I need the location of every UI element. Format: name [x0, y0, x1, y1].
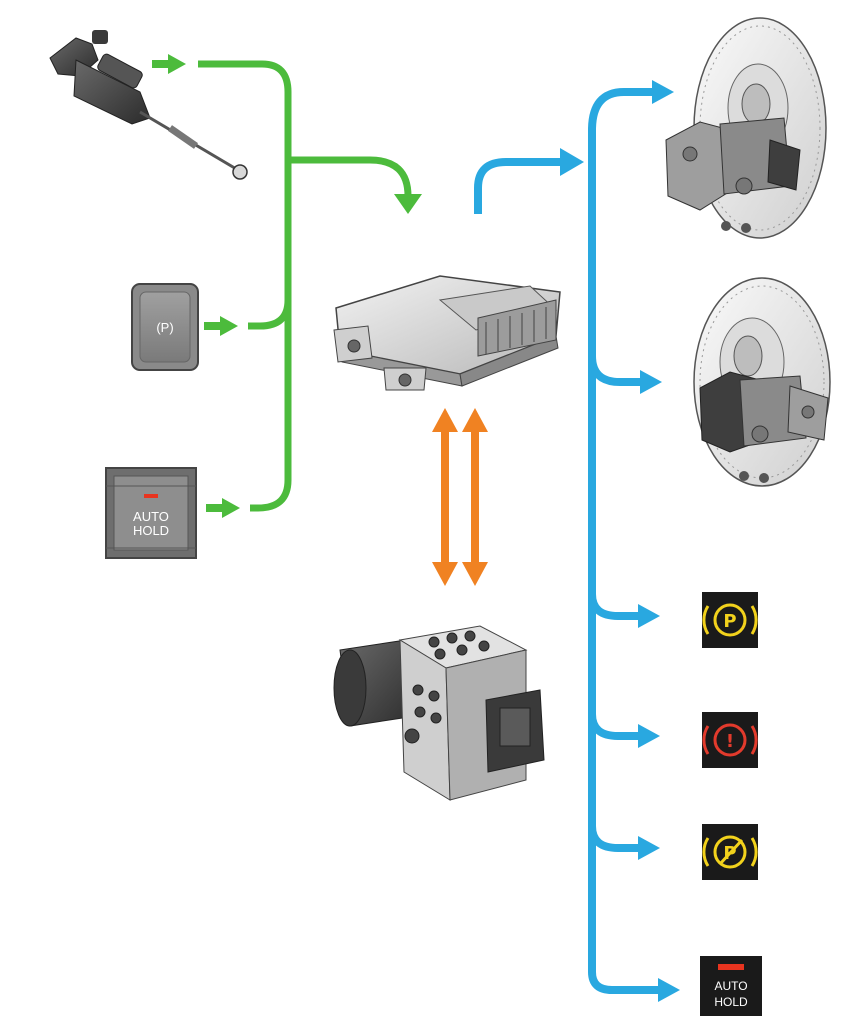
parking-brake-lamp-icon: P	[702, 592, 758, 648]
auto-hold-led	[144, 494, 158, 498]
ecu-input-arrowhead	[394, 194, 422, 214]
switch-glyph: (P)	[156, 320, 173, 335]
rear-brake-left-icon	[665, 17, 827, 239]
lamp-fault-glyph: !	[726, 731, 734, 752]
rear-brake-right-icon	[693, 277, 831, 487]
can-bus-link	[432, 408, 488, 586]
auto-hold-line2: HOLD	[133, 523, 169, 538]
epb-control-module-icon	[333, 275, 561, 391]
output-arrowheads	[560, 80, 680, 1002]
abs-hydraulic-unit-icon	[333, 625, 545, 801]
auto-hold-button-icon: AUTO HOLD	[105, 467, 197, 559]
input-arrowheads	[152, 54, 422, 518]
lamp-parking-glyph: P	[723, 611, 736, 632]
parking-brake-switch-icon: (P)	[131, 283, 199, 371]
indicator-line1: AUTO	[714, 979, 747, 993]
ecu-input-line	[288, 156, 412, 197]
auto-hold-indicator-icon: AUTO HOLD	[700, 956, 762, 1016]
output-trunk-line	[588, 130, 660, 994]
parking-brake-off-lamp-icon: P	[702, 824, 758, 880]
input-signal-lines	[198, 60, 412, 512]
ecu-output-line	[474, 158, 560, 214]
indicator-line2: HOLD	[714, 995, 748, 1009]
output-signal-lines	[474, 88, 660, 994]
input-trunk-line	[250, 160, 292, 512]
sensor-signal-line	[198, 60, 292, 160]
auto-hold-line1: AUTO	[133, 509, 169, 524]
switch-signal-line	[248, 299, 292, 330]
clutch-position-sensor-icon	[49, 30, 248, 180]
brake-fault-lamp-icon: !	[702, 712, 758, 768]
